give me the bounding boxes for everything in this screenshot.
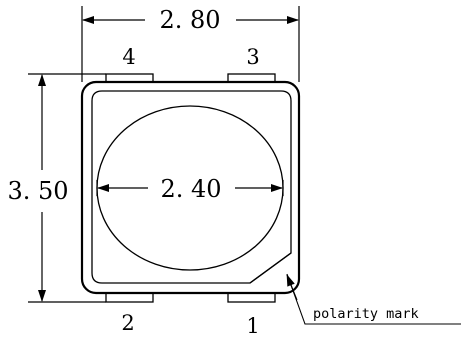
- pin-3-label: 3: [246, 45, 259, 69]
- polarity-mark-callout: polarity mark: [286, 273, 461, 325]
- height-label: 3. 50: [7, 177, 68, 205]
- pin-1-label: 1: [246, 314, 259, 338]
- pin-2-label: 2: [121, 311, 134, 335]
- package-outer-outline: [80, 80, 301, 295]
- width-dimension: 2. 80: [81, 6, 300, 82]
- package-inner-outline: [91, 90, 292, 284]
- polarity-leader-arrow: [286, 274, 298, 301]
- height-dimension: 3. 50: [7, 73, 106, 303]
- lens-label: 2. 40: [160, 175, 221, 203]
- width-label: 2. 80: [159, 6, 220, 34]
- polarity-mark-label: polarity mark: [313, 306, 419, 322]
- polarity-chamfer: [249, 252, 292, 284]
- lens-dimension: 2. 40: [96, 175, 284, 203]
- pin-4-label: 4: [122, 45, 135, 69]
